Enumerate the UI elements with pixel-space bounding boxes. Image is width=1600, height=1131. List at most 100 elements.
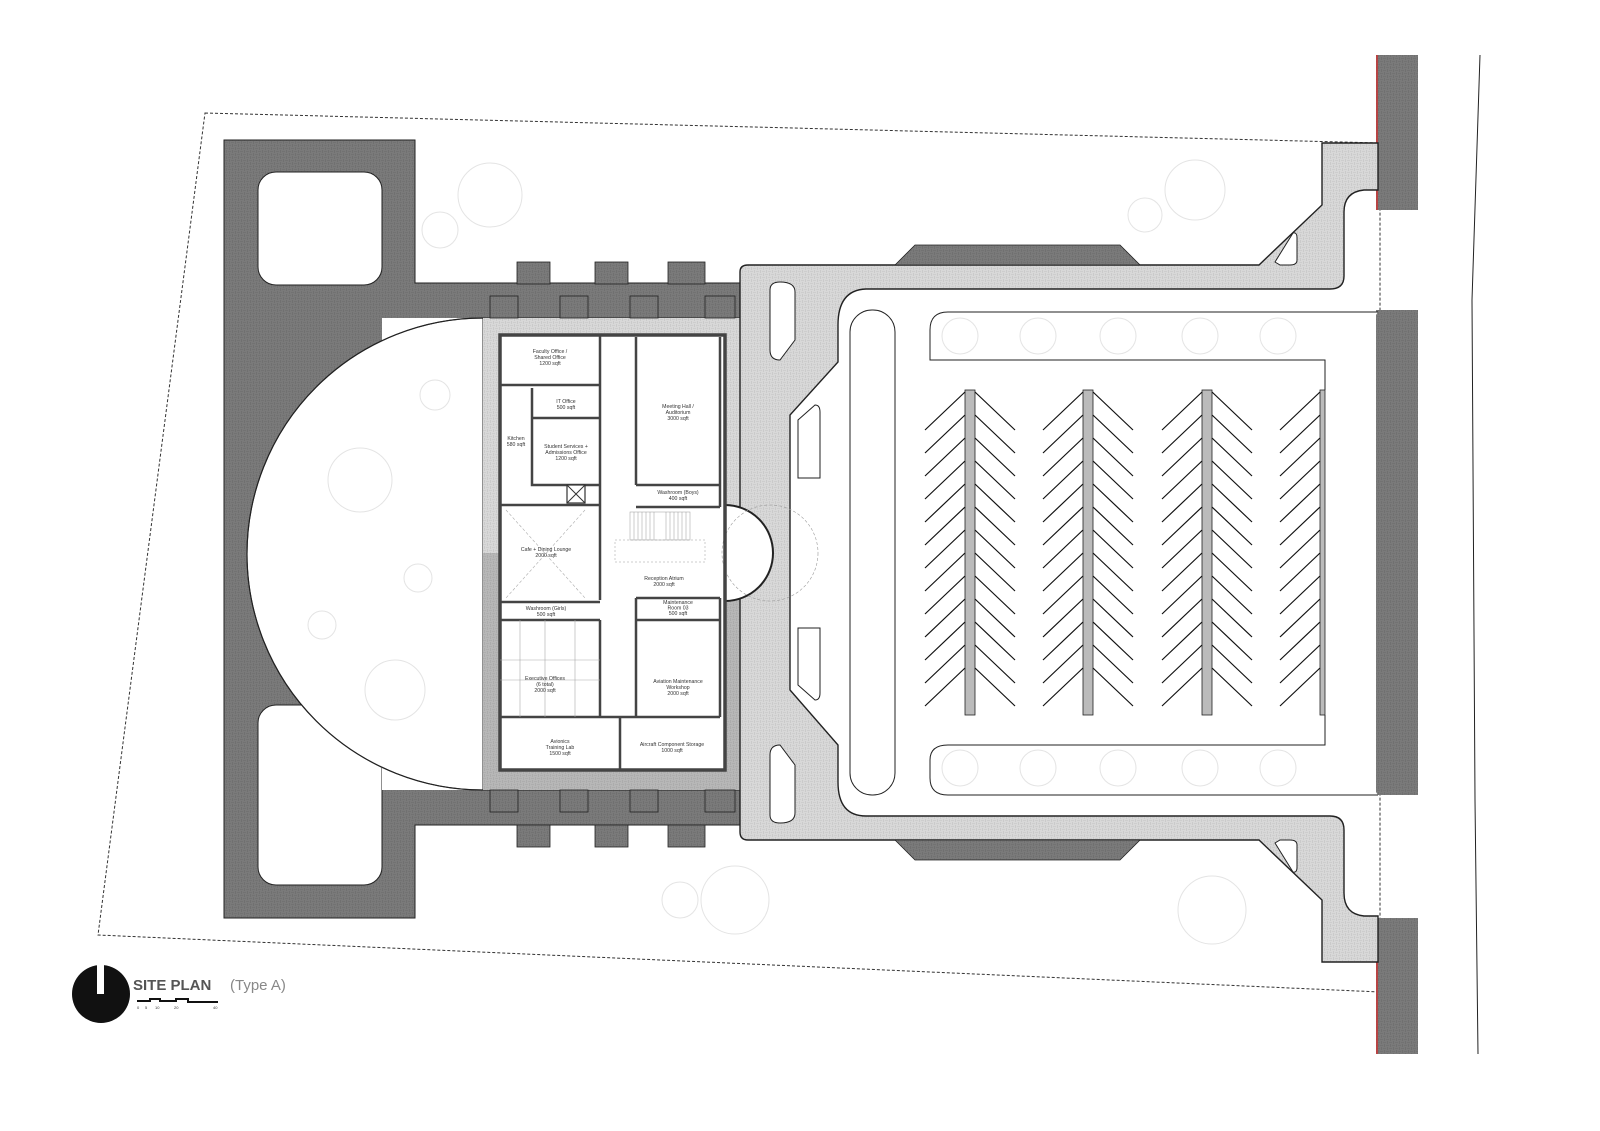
parking-stall-line [924, 483, 966, 523]
room-label: 1200 sqft [555, 456, 577, 462]
parking-stalls [924, 389, 1326, 716]
parking-stall-line [974, 506, 1016, 546]
parking-stall-line [974, 391, 1016, 431]
tree-icon [1259, 749, 1297, 787]
parking-stall-line [1161, 391, 1203, 431]
parking-stall-line [1279, 483, 1321, 523]
parking-stall-line [974, 437, 1016, 477]
room-label: 2000 sqft [653, 582, 675, 588]
tree-icon [1181, 749, 1219, 787]
parking-stall-line [1092, 552, 1134, 592]
parking-stall-line [1092, 460, 1134, 500]
parking-stall-line [1211, 667, 1253, 707]
svg-text:Executive Offices(6 total)2000: Executive Offices(6 total)2000 sqft [525, 676, 565, 694]
parking-stall-line [1092, 506, 1134, 546]
parking-stall-line [1161, 667, 1203, 707]
parking-stall-line [1279, 667, 1321, 707]
scale-tick: 10 [155, 1005, 160, 1010]
parking-stall-line [924, 414, 966, 454]
parking-stall-line [1279, 391, 1321, 431]
parking-stall-line [1279, 460, 1321, 500]
svg-text:Student Services +Admissions O: Student Services +Admissions Office1200 … [544, 444, 588, 462]
room-label: 580 sqft [507, 442, 526, 448]
parking-stall-line [974, 414, 1016, 454]
parking-stall-line [1211, 644, 1253, 684]
parking-stall-line [1161, 483, 1203, 523]
parking-stall-line [1211, 391, 1253, 431]
room-label: Room 03 [667, 606, 688, 612]
room-label: 1200 sqft [539, 361, 561, 367]
room-label: Reception Atrium [644, 576, 684, 582]
parking-stall-line [1211, 460, 1253, 500]
room-label: Shared Office [534, 355, 566, 361]
parking-stall-line [1092, 644, 1134, 684]
planter-strip-west [849, 309, 896, 796]
room-label: (6 total) [536, 682, 554, 688]
room-label: Washroom (Boys) [657, 490, 699, 496]
parking-stall-line [1161, 575, 1203, 615]
parking-stall-line [974, 575, 1016, 615]
parking-stall-line [974, 667, 1016, 707]
parking-stall-line [924, 529, 966, 569]
parking-stall-line [1092, 437, 1134, 477]
room-label: 500 sqft [557, 405, 576, 411]
parking-stall-line [1042, 575, 1084, 615]
tree-icon [661, 881, 699, 919]
scale-tick: 20 [174, 1005, 179, 1010]
tree-icon [403, 563, 433, 593]
access-road [739, 142, 1379, 963]
parking-stall-line [924, 621, 966, 661]
tree-icon [419, 379, 451, 411]
tree-icon [327, 447, 393, 513]
room-label: Student Services + [544, 444, 588, 450]
drop-off-islands [769, 232, 1298, 873]
parking-stall-line [1279, 644, 1321, 684]
parking-stall-line [1161, 506, 1203, 546]
room-label: Executive Offices [525, 676, 565, 682]
parking-stall-line [974, 529, 1016, 569]
parking-stall-line [1092, 621, 1134, 661]
room-label: 2000 sqft [534, 688, 556, 694]
room-label: 2000 sqft [535, 553, 557, 559]
tree-icon [941, 749, 979, 787]
entrance-porch [724, 504, 774, 602]
parking-stall-line [1042, 414, 1084, 454]
tree-icon [1259, 317, 1297, 355]
planter-strip-north [929, 311, 1378, 390]
parking-stall-line [1279, 529, 1321, 569]
room-label: Training Lab [546, 745, 575, 751]
parking-stall-line [1211, 437, 1253, 477]
tree-icon [941, 317, 979, 355]
tree-icon [1099, 749, 1137, 787]
parking-stall-line [1279, 506, 1321, 546]
parking-stall-line [924, 667, 966, 707]
room-label: Cafe + Dining Lounge [521, 547, 571, 553]
landscape-island-top [257, 171, 383, 286]
parking-stall-line [924, 391, 966, 431]
tree-icon [1019, 749, 1057, 787]
tree-icon [1164, 159, 1226, 221]
scale-tick: 40 [213, 1005, 218, 1010]
parking-stall-line [1211, 414, 1253, 454]
room-label: Maintenance [663, 600, 693, 606]
room-label: 1500 sqft [549, 751, 571, 757]
room-label: 400 sqft [669, 496, 688, 502]
parking-divider [1201, 389, 1213, 716]
tree-icon [1177, 875, 1247, 945]
parking-stall-line [1161, 529, 1203, 569]
room-label: Auditorium [666, 410, 691, 416]
parking-stall-line [1161, 598, 1203, 638]
planter-strip-south [929, 715, 1378, 796]
parking-stall-line [1042, 460, 1084, 500]
bike-parking-bays [489, 261, 736, 848]
parking-stall-line [1042, 506, 1084, 546]
parking-stall-line [1092, 575, 1134, 615]
plan-title: SITE PLAN [133, 977, 211, 994]
